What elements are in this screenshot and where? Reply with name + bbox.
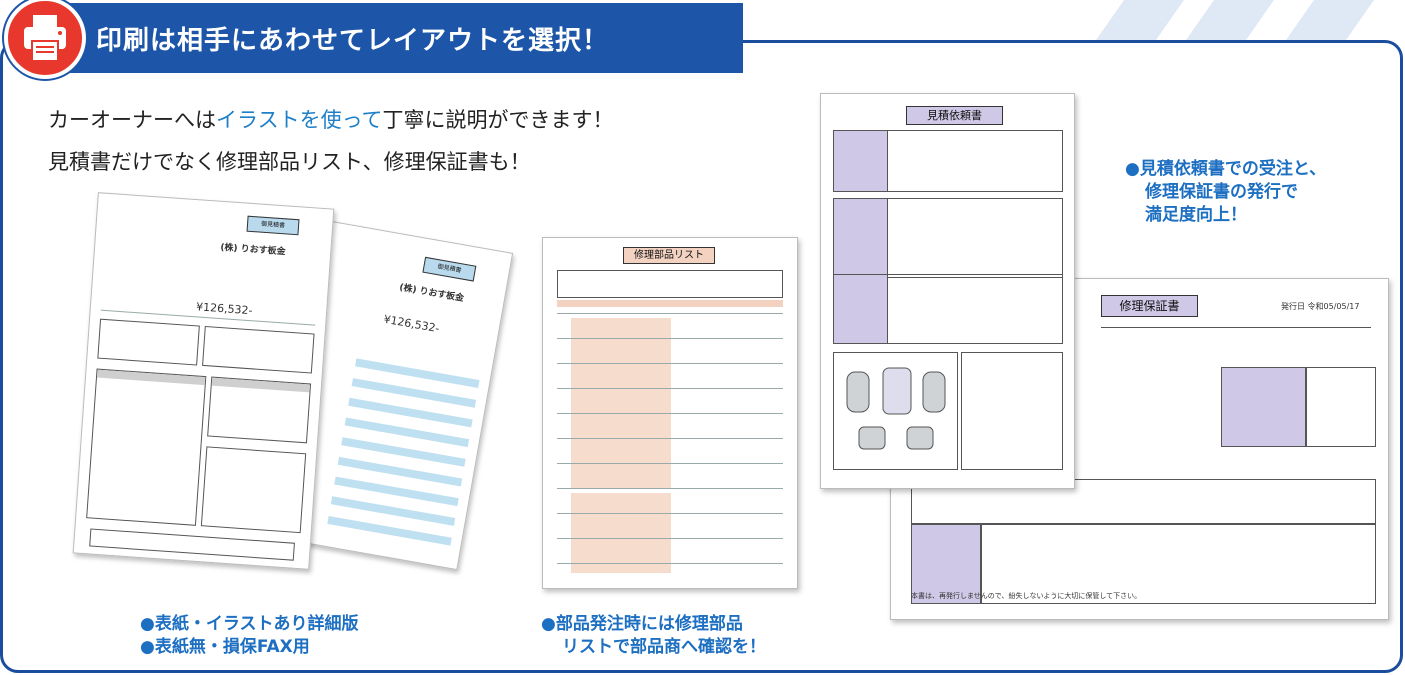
estimate-request-document: 見積依頼書 bbox=[820, 93, 1075, 489]
estimate-document-fax: 御見積書 (株) りおす板金 ¥126,532- bbox=[72, 192, 335, 570]
intro-highlight: イラストを使って bbox=[216, 108, 383, 132]
intro-line-1: カーオーナーへはイラストを使って丁寧に説明ができます！ bbox=[48, 108, 614, 132]
request-caption: ●見積依頼書での受注と、 修理保証書の発行で 満足度向上！ bbox=[1125, 159, 1327, 225]
header-banner: 印刷は相手にあわせてレイアウトを選択！ bbox=[38, 3, 743, 73]
intro-line-2: 見積書だけでなく修理部品リスト、修理保証書も！ bbox=[48, 150, 531, 174]
decorative-shard bbox=[1095, 0, 1185, 40]
car-diagram-icon bbox=[846, 367, 946, 450]
decorative-shard bbox=[1285, 0, 1375, 40]
printer-icon bbox=[4, 0, 86, 79]
estimate-caption: ●表紙・イラストあり詳細版 ●表紙無・損保FAX用 bbox=[140, 614, 359, 657]
page-title: 印刷は相手にあわせてレイアウトを選択！ bbox=[96, 25, 610, 56]
parts-caption: ●部品発注時には修理部品 リストで部品商へ確認を！ bbox=[541, 614, 766, 657]
decorative-shard bbox=[1185, 0, 1275, 40]
parts-list-document: 修理部品リスト bbox=[542, 237, 798, 589]
